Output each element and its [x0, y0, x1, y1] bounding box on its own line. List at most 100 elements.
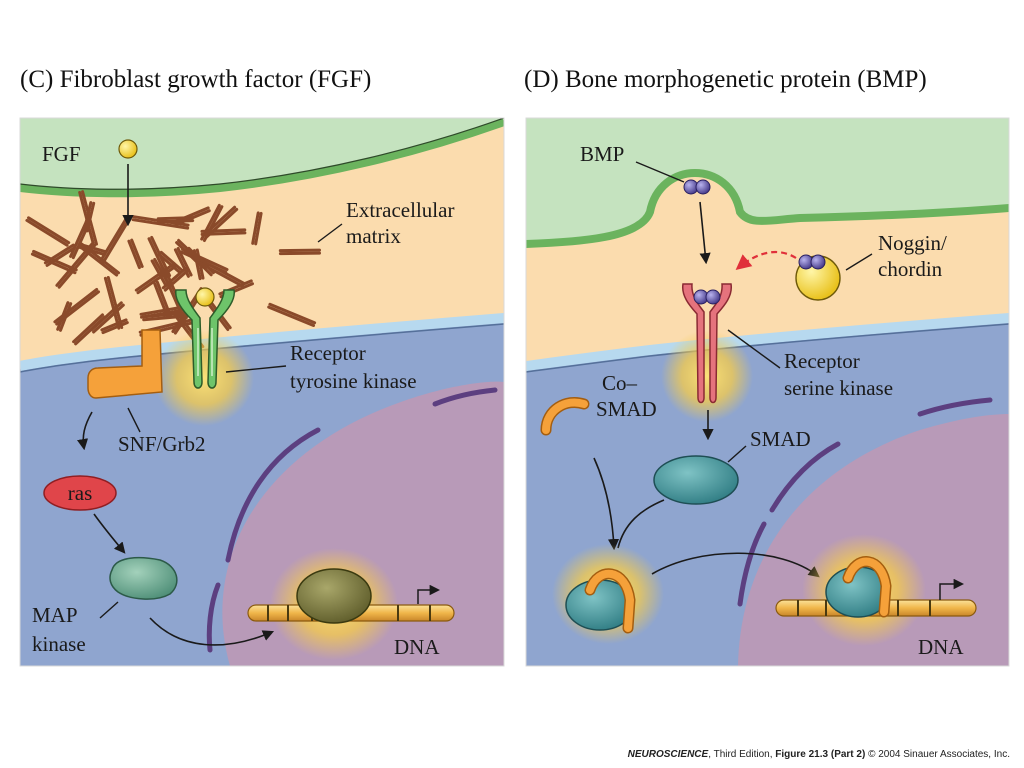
ecm-fiber: [100, 318, 128, 332]
transcription-start-arrow: [939, 578, 965, 600]
neighbor-membrane-edge: [20, 118, 504, 190]
ecm-fiber: [150, 235, 172, 278]
ecm-fiber: [176, 247, 193, 277]
ecm-fiber: [127, 239, 141, 270]
snf-grb2-adapter: [87, 329, 163, 399]
ecm-fiber: [192, 249, 202, 281]
arrow-complex-to-nucleus: [651, 552, 820, 578]
panel-c-title: (C) Fibroblast growth factor (FGF): [20, 66, 372, 93]
arrow-snf-to-ras: [77, 411, 93, 451]
bmp-label: BMP: [580, 142, 624, 166]
ecm-fiber: [106, 276, 124, 329]
nuclear-envelope: [917, 397, 993, 417]
ecm-fiber: [254, 211, 263, 246]
fgf-label: FGF: [42, 142, 81, 166]
cosmad-label-line2: SMAD: [596, 397, 657, 421]
ecm-fiber: [153, 281, 170, 319]
receptor-glow: [154, 330, 254, 426]
ecm-fiber: [45, 246, 77, 267]
credit-figure: Figure 21.3 (Part 2): [775, 749, 866, 760]
credit-book: NEUROSCIENCE: [627, 749, 709, 760]
rsk-label-line1: Receptor: [784, 349, 860, 373]
ecm-label-line2: matrix: [346, 224, 401, 248]
ecm-fiber: [85, 201, 96, 233]
ecm-fiber: [56, 301, 70, 331]
ecm-fiber: [103, 276, 121, 330]
ecm-fiber: [278, 248, 321, 253]
map-leader: [99, 601, 119, 619]
rtk-leader: [225, 365, 287, 373]
ecm-fiber: [77, 242, 107, 254]
ecm-fiber: [162, 271, 186, 321]
noggin-label-line1: Noggin/: [878, 231, 947, 255]
ecm-fiber: [130, 238, 144, 268]
nuclear-envelope: [225, 427, 321, 563]
smad: [653, 455, 739, 505]
ecm-fiber: [101, 321, 129, 335]
map-label-line1: MAP: [32, 603, 78, 627]
ecm-fiber: [202, 205, 224, 242]
ecm-fiber: [25, 218, 69, 247]
arrow-ras-to-map: [93, 513, 126, 554]
ecm-fiber: [82, 201, 93, 232]
smad-leader: [727, 445, 747, 463]
ecm-fiber: [139, 306, 182, 316]
neighbor-cell: [20, 118, 504, 192]
ecm-fiber: [278, 251, 321, 256]
snf-leader: [127, 407, 141, 433]
bmp-bound-noggin: [810, 254, 826, 270]
co-smad-on-dna: [844, 557, 891, 616]
rsk-leader: [727, 329, 781, 369]
receptor-glow: [661, 330, 753, 422]
fgf-ligand: [118, 139, 138, 159]
rsk-label-line2: serine kinase: [784, 376, 893, 400]
ras-label: ras: [68, 481, 93, 505]
credit-copyright: © 2004 Sinauer Associates, Inc.: [865, 749, 1010, 760]
figure-credit: NEUROSCIENCE, Third Edition, Figure 21.3…: [628, 749, 1010, 760]
nuclear-envelope: [737, 521, 767, 607]
arrow-smad-join: [617, 499, 665, 549]
neighbor-membrane: [526, 169, 1009, 248]
ecm-fiber: [59, 302, 73, 332]
ecm-fiber: [78, 245, 119, 277]
smad-label: SMAD: [750, 427, 811, 451]
panel-d-title: (D) Bone morphogenetic protein (BMP): [524, 66, 927, 93]
ras-protein: [43, 475, 117, 511]
bmp-dimer: [683, 179, 711, 195]
snf-label: SNF/Grb2: [118, 432, 206, 456]
ecm-fiber: [173, 248, 190, 278]
ecm-fiber: [267, 305, 315, 327]
arrow-cosmad-down: [593, 457, 620, 551]
ecm-leader: [317, 223, 343, 243]
ecm-fiber: [43, 243, 75, 265]
ecm-fiber: [268, 302, 317, 325]
bmp-bound-receptor: [705, 289, 721, 305]
noggin-label-line2: chordin: [878, 257, 943, 281]
dna-label-d: DNA: [918, 635, 964, 659]
rtk-label-line1: Receptor: [290, 341, 366, 365]
ecm-fiber: [134, 262, 176, 292]
ecm-label-line1: Extracellular: [346, 198, 454, 222]
ecm-fiber: [195, 256, 246, 285]
ecm-fiber: [30, 252, 77, 275]
ecm-fiber: [200, 203, 221, 241]
fgf-bound-ligand: [195, 287, 215, 307]
panel-c-frame: [19, 117, 505, 667]
ecm-fiber: [77, 245, 106, 256]
noggin-inhibition-arrow: [735, 251, 797, 270]
arrow-map-to-nucleus: [149, 617, 275, 646]
ecm-fiber: [159, 250, 183, 271]
panel-d-frame: [525, 117, 1010, 667]
ecm-fiber: [101, 219, 130, 264]
ecm-fiber: [155, 280, 172, 318]
transcription-factor: [296, 568, 372, 624]
credit-edition: , Third Edition,: [708, 749, 776, 760]
ecm-fiber: [136, 264, 178, 295]
ecm-fiber: [181, 247, 229, 271]
receptor-tyrosine-kinase: [175, 289, 235, 389]
map-label-line2: kinase: [32, 632, 86, 656]
rtk-label-line2: tyrosine kinase: [290, 369, 417, 393]
map-kinase: [109, 556, 178, 600]
co-smad: [542, 398, 588, 434]
